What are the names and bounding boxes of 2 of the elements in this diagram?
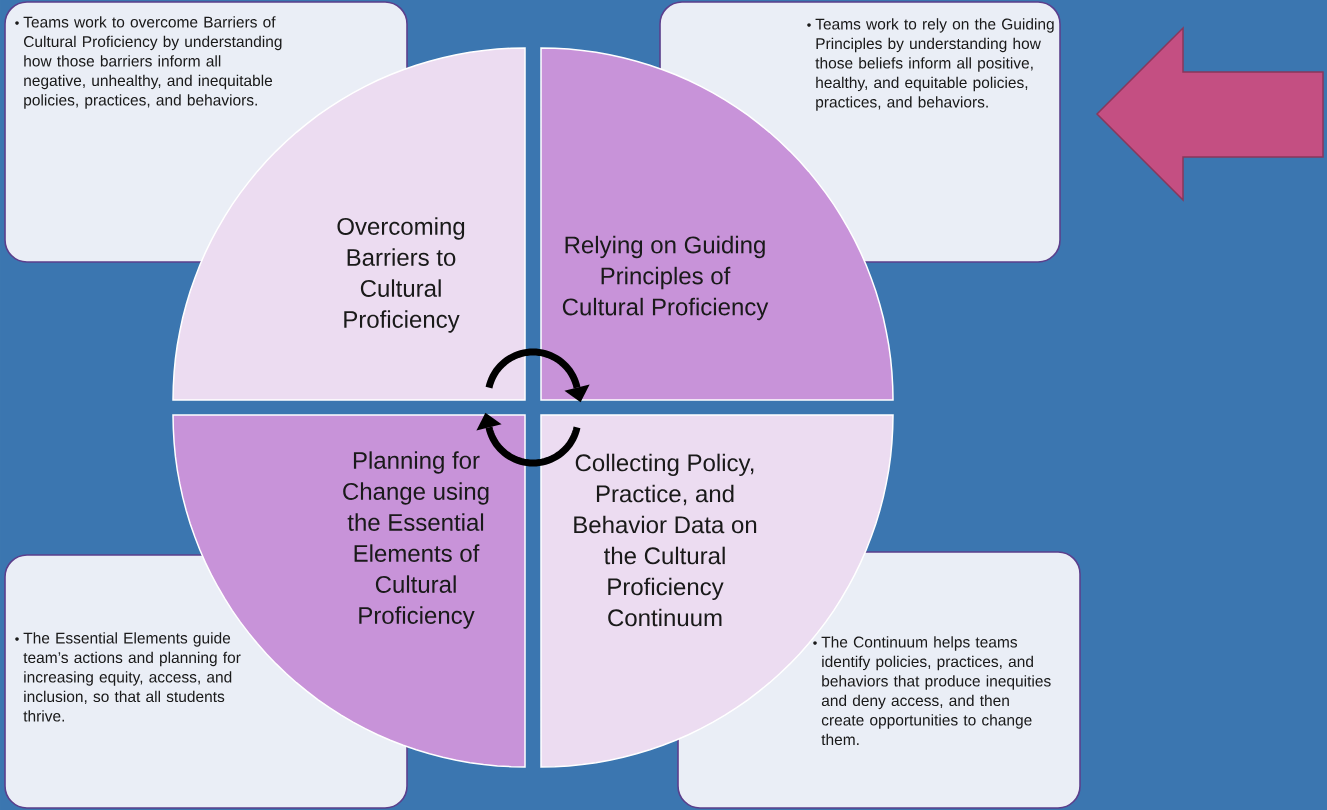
curved-arrow [485,348,590,403]
curved-arrow [476,412,581,467]
